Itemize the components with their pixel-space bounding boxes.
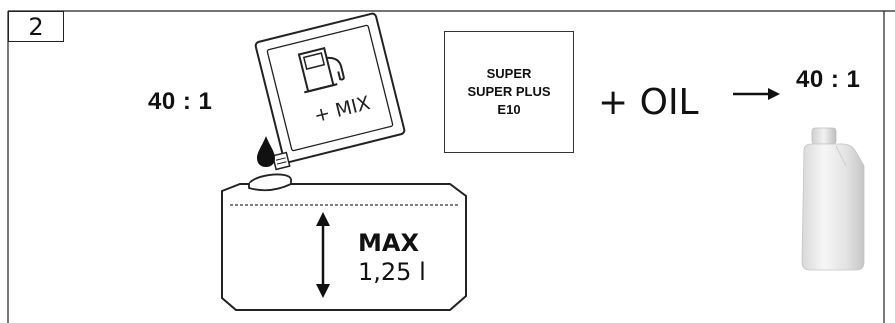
step-number: 2	[8, 11, 64, 42]
mix-ratio-right: 40 : 1	[796, 66, 861, 93]
fuel-pump-icon	[297, 47, 345, 94]
fuel-type-super-plus: SUPER PLUS	[467, 84, 551, 99]
max-label: MAX	[358, 229, 419, 257]
mix-ratio-left: 40 : 1	[148, 88, 213, 115]
tank-cap	[248, 173, 292, 192]
plus-oil-label: + OIL	[598, 82, 699, 123]
fuel-type-box: SUPER SUPER PLUS E10	[444, 31, 574, 153]
tank-volume: 1,25 l	[358, 258, 426, 286]
double-arrow-icon	[316, 212, 330, 298]
fuel-type-e10: E10	[497, 102, 521, 117]
fuel-type-super: SUPER	[486, 66, 532, 81]
